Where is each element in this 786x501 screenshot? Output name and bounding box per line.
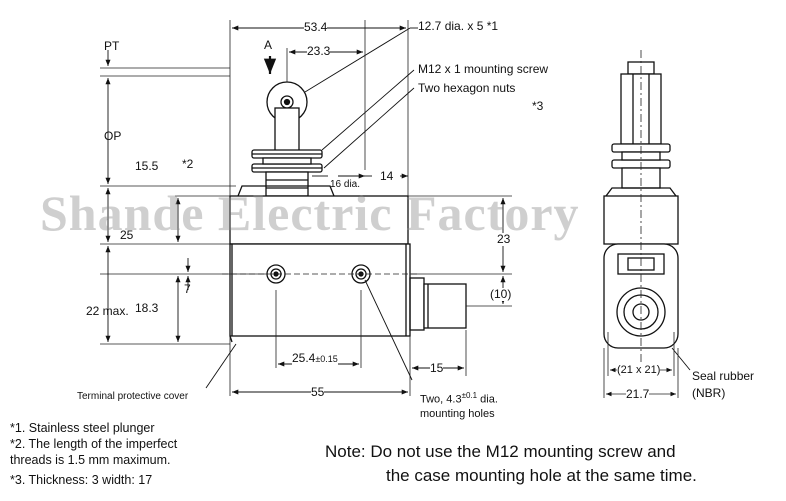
label-nbr: (NBR) <box>692 386 726 400</box>
dim-23: 23 <box>497 232 511 246</box>
dim-25-4: 25.4±0.15 <box>292 352 338 366</box>
side-body <box>603 195 679 245</box>
dim-21-7: 21.7 <box>626 387 650 401</box>
label-mounting-holes-2: mounting holes <box>420 408 495 420</box>
side-view <box>603 61 679 349</box>
label-star3: *3 <box>532 99 544 113</box>
footnote-2b: threads is 1.5 mm maximum. <box>10 453 171 467</box>
dim-21x21: (21 x 21) <box>617 364 661 377</box>
dim-15: 15 <box>430 361 444 375</box>
label-op: OP <box>104 129 122 143</box>
dim-7: 7 <box>184 282 191 296</box>
holes-tolerance: ±0.1 <box>461 391 478 400</box>
note-line-2: the case mounting hole at the same time. <box>386 466 697 485</box>
roller-arm <box>274 107 300 153</box>
dim-10: (10) <box>490 287 512 301</box>
label-hex-nuts: Two hexagon nuts <box>418 81 516 95</box>
dim-18-3: 18.3 <box>135 301 159 315</box>
threaded-stem <box>262 157 312 165</box>
extension-lines <box>100 20 512 396</box>
footnote-3: *3. Thickness: 3 width: 17 <box>10 473 153 487</box>
label-mounting-holes: Two, 4.3±0.1 dia. <box>420 389 498 407</box>
dim-53-4: 53.4 <box>304 20 328 34</box>
switch-case <box>229 243 411 337</box>
holes-text-b: dia. <box>477 393 498 406</box>
label-seal-rubber: Seal rubber <box>692 369 755 383</box>
dim-22-max: 22 max. <box>86 304 129 318</box>
footnote-2: *2. The length of the imperfect <box>10 437 178 451</box>
dim-16-dia: 16 dia. <box>330 179 361 190</box>
dim-25: 25 <box>120 228 134 242</box>
holes-text-a: Two, 4.3 <box>420 393 462 406</box>
footnote-1: *1. Stainless steel plunger <box>10 421 155 435</box>
dim-25-4-tolerance: ±0.15 <box>315 354 338 364</box>
label-roller: 12.7 dia. x 5 *1 <box>418 19 499 33</box>
label-star2: *2 <box>182 157 194 171</box>
dim-15-5: 15.5 <box>135 159 159 173</box>
note-line-1: Note: Do not use the M12 mounting screw … <box>325 442 676 461</box>
switch-body <box>229 195 409 245</box>
dim-25-4-value: 25.4 <box>292 351 316 365</box>
dim-14: 14 <box>380 169 394 183</box>
dim-23-3: 23.3 <box>307 44 331 58</box>
front-view <box>229 81 467 343</box>
label-a: A <box>264 38 273 52</box>
label-terminal-cover: Terminal protective cover <box>77 391 189 402</box>
label-m12-screw: M12 x 1 mounting screw <box>418 62 549 76</box>
conduit-connector <box>409 277 425 331</box>
dimension-lines <box>105 25 691 395</box>
label-pt: PT <box>104 39 120 53</box>
dim-55: 55 <box>311 385 325 399</box>
